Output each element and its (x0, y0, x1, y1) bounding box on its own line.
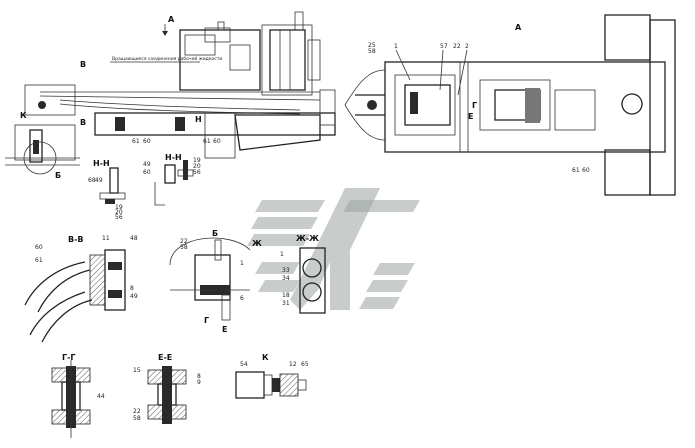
callout-a-1: 1 (394, 43, 398, 50)
section-hh-right: Н-Н 49 60 19 20 56 (143, 153, 201, 206)
zh-31: 31 (282, 300, 290, 307)
mark-b: Б (55, 171, 61, 180)
gg-title: Г-Г (62, 353, 76, 362)
mark-e: Е (468, 112, 473, 121)
b-mark-g: Г (204, 316, 209, 325)
bb-8: 8 (130, 285, 134, 292)
hh-19: 19 (115, 204, 123, 211)
section-bb: В-В 60 61 11 48 8 49 (24, 235, 138, 343)
b-22: 22 (180, 238, 188, 245)
k-title: К (262, 353, 269, 362)
hh-20: 20 (115, 209, 123, 216)
callout-a-2: 2 (465, 43, 469, 50)
zh-34: 34 (282, 275, 290, 282)
section-zhzh: Ж-Ж 1 33 34 18 31 (280, 234, 326, 314)
zhzh-title: Ж-Ж (296, 234, 319, 243)
hh2-60: 60 (143, 169, 151, 176)
section-gg: Г-Г 44 (51, 353, 105, 438)
mark-v-top: В (80, 60, 86, 69)
section-ee: Е-Е 15 8 9 22 58 (133, 353, 201, 424)
k-12: 12 (289, 361, 297, 368)
callout-a-60: 60 (582, 167, 590, 174)
view-a-title: А (515, 23, 522, 32)
hh2-49: 49 (143, 161, 151, 168)
main-side-view: А Вращающиеся соединения рабочей жидкост… (5, 11, 336, 180)
zh-1: 1 (280, 251, 284, 258)
b-6: 6 (240, 295, 244, 302)
b-mark-zh: Ж (252, 239, 262, 248)
ee-8: 8 (197, 373, 201, 380)
zh-33: 33 (282, 267, 290, 274)
k-65: 65 (301, 361, 309, 368)
view-a-arrow-label: А (168, 15, 175, 24)
section-hh-left: Н-Н 68 49 19 20 56 (88, 159, 126, 221)
callout-a-22: 22 (453, 43, 461, 50)
hh2-19: 19 (193, 157, 201, 164)
ee-15: 15 (133, 367, 141, 374)
view-k: К 54 12 65 (235, 353, 309, 399)
callout-60: 60 (143, 138, 151, 145)
callout-a-25: 25 (368, 42, 376, 49)
callout-60b: 60 (213, 138, 221, 145)
bb-48: 48 (130, 235, 138, 242)
callout-61b: 61 (203, 138, 211, 145)
mark-g: Г (472, 101, 477, 110)
gg-44: 44 (97, 393, 105, 400)
fluid-joint-note: Вращающиеся соединения рабочей жидкости (112, 55, 222, 62)
b-title: Б (212, 229, 218, 238)
bb-49: 49 (130, 293, 138, 300)
hh-68: 68 (88, 177, 96, 184)
view-b: Б 22 58 1 6 Г Е Ж (169, 229, 262, 334)
bb-11: 11 (102, 235, 110, 242)
hh2-20: 20 (193, 163, 201, 170)
hh-left-title: Н-Н (93, 159, 110, 168)
hh-56: 56 (115, 214, 123, 221)
ee-title: Е-Е (158, 353, 172, 362)
ee-9: 9 (197, 379, 201, 386)
hh-right-title: Н-Н (165, 153, 182, 162)
watermark-logo (247, 188, 420, 310)
zh-18: 18 (282, 292, 290, 299)
b-58: 58 (180, 244, 188, 251)
mark-v-bottom: В (80, 118, 86, 127)
hh-49: 49 (95, 177, 103, 184)
k-54: 54 (240, 361, 248, 368)
bb-61: 61 (35, 257, 43, 264)
callout-a-57: 57 (440, 43, 448, 50)
b-mark-e: Е (222, 325, 227, 334)
mark-k: К (20, 111, 27, 120)
bb-60: 60 (35, 244, 43, 251)
ee-58: 58 (133, 415, 141, 422)
callout-a-58: 58 (368, 48, 376, 55)
mark-h: Н (195, 115, 202, 124)
callout-a-61: 61 (572, 167, 580, 174)
bb-title: В-В (68, 235, 84, 244)
b-1: 1 (240, 260, 244, 267)
ee-22: 22 (133, 408, 141, 415)
hh2-56: 56 (193, 169, 201, 176)
view-a: А 25 58 1 57 22 2 61 60 Е Г (344, 14, 676, 196)
callout-61: 61 (132, 138, 140, 145)
